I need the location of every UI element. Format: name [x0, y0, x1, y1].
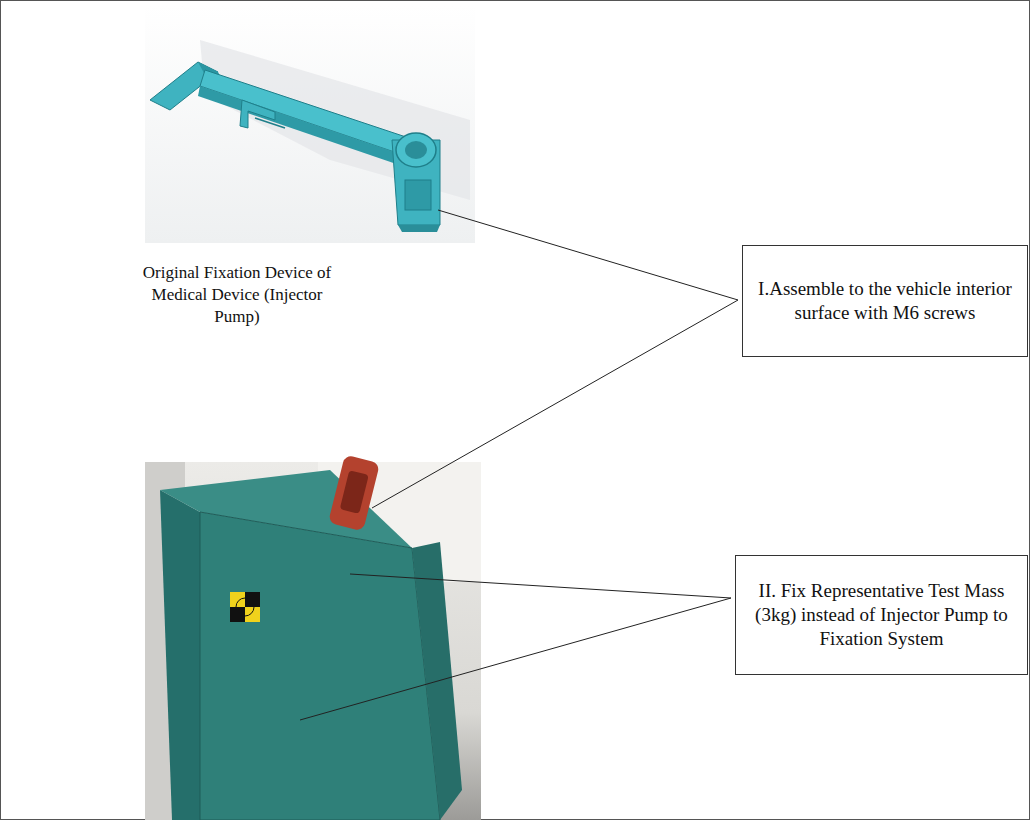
image-caption: Original Fixation Device of Medical Devi…	[142, 262, 332, 328]
callout-text: I.Assemble to the vehicle interior surfa…	[753, 277, 1017, 325]
cad-render	[145, 5, 475, 243]
test-photo	[145, 455, 481, 820]
callout-text: II. Fix Representative Test Mass (3kg) i…	[746, 579, 1017, 650]
leader-lines	[300, 210, 738, 720]
callout-box: II. Fix Representative Test Mass (3kg) i…	[735, 555, 1028, 675]
callout-box: I.Assemble to the vehicle interior surfa…	[742, 245, 1028, 357]
